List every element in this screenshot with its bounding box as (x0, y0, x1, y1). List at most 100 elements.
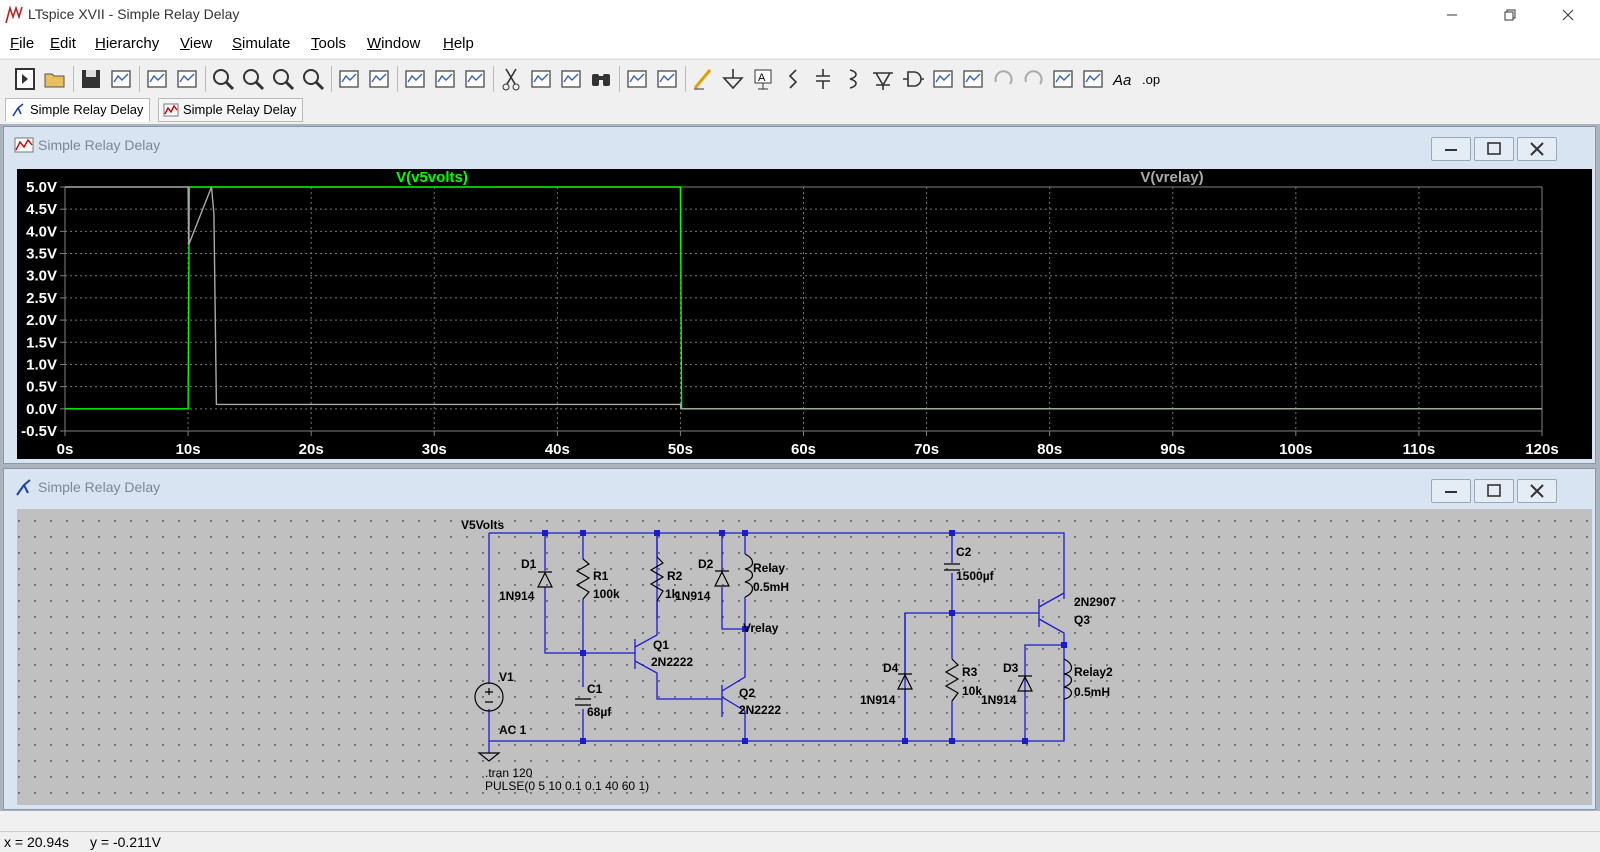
toolbar-separator (73, 66, 74, 92)
relay-label: Relay (753, 561, 785, 575)
plot-settings-button[interactable] (366, 66, 392, 92)
tab-schematic[interactable]: Simple Relay Delay (5, 98, 151, 122)
waveform-close-button[interactable] (1517, 137, 1557, 161)
label-net-icon: A (754, 69, 772, 90)
x-tick-label: 20s (299, 441, 324, 458)
menu-edit[interactable]: Edit (50, 35, 76, 52)
cascade-button[interactable] (462, 66, 488, 92)
rotate-icon (1053, 70, 1073, 88)
paste-icon (561, 70, 581, 88)
undo-icon (994, 70, 1013, 85)
c1-label: C1 (587, 682, 603, 696)
inductor-button[interactable] (840, 66, 866, 92)
capacitor-button[interactable] (810, 66, 836, 92)
menu-help[interactable]: Help (443, 35, 474, 52)
d2-model: 1N914 (675, 589, 711, 603)
schematic-drawing[interactable]: V5Volts D1 1N914 R1 100k R2 1k D2 1N914 … (17, 509, 1592, 805)
move-icon (933, 70, 953, 88)
waveform-plot[interactable]: 5.0V4.5V4.0V3.5V3.0V2.5V2.0V1.5V1.0V0.5V… (17, 169, 1592, 459)
x-tick-label: 40s (545, 441, 570, 458)
move-button[interactable] (930, 66, 956, 92)
wire-button[interactable] (690, 66, 716, 92)
relay-value: 0.5mH (753, 580, 789, 594)
c2-capacitor-icon (944, 563, 960, 571)
wire-icon (693, 69, 712, 90)
new-schematic-button[interactable] (12, 66, 38, 92)
mirror-button[interactable] (1080, 66, 1106, 92)
component-button[interactable] (900, 66, 926, 92)
toolbar-separator (397, 66, 398, 92)
autorange-button[interactable] (336, 66, 362, 92)
print-button[interactable] (654, 66, 680, 92)
zoom-fit-button[interactable] (300, 66, 326, 92)
x-tick-label: 100s (1279, 441, 1312, 458)
r1-value: 100k (593, 587, 620, 601)
zoom-fit-icon (303, 69, 325, 91)
r2-value: 1k (665, 587, 679, 601)
schematic-window: Simple Relay Delay (3, 468, 1596, 810)
open-button[interactable] (42, 66, 68, 92)
zoom-out-button[interactable] (270, 66, 296, 92)
cut-button[interactable] (498, 66, 524, 92)
r1-label: R1 (593, 569, 609, 583)
ground-icon (477, 752, 501, 762)
spice-directive-pulse: PULSE(0 5 10 0.1 0.1 40 60 1) (485, 779, 649, 793)
undo-button[interactable] (990, 66, 1016, 92)
mirror-icon (1083, 70, 1103, 88)
schematic-maximize-button[interactable] (1474, 479, 1514, 503)
title-bar: LTspice XVII - Simple Relay Delay (0, 0, 1600, 30)
halt-button[interactable] (174, 66, 200, 92)
paste-button[interactable] (558, 66, 584, 92)
tile-horizontal-button[interactable] (402, 66, 428, 92)
resistor-button[interactable] (780, 66, 806, 92)
menu-view[interactable]: View (180, 35, 213, 52)
menu-simulate[interactable]: Simulate (232, 35, 291, 52)
schematic-minimize-button[interactable] (1431, 479, 1471, 503)
zoom-in-button[interactable] (210, 66, 236, 92)
schematic-canvas[interactable]: V5Volts D1 1N914 R1 100k R2 1k D2 1N914 … (17, 509, 1592, 805)
menu-window[interactable]: Window (367, 35, 421, 52)
schematic-close-button[interactable] (1517, 479, 1557, 503)
tab-waveform[interactable]: Simple Relay Delay (158, 98, 304, 122)
c1-value: 68µf (587, 705, 612, 719)
zoom-in-icon (213, 69, 235, 91)
menu-hierarchy[interactable]: Hierarchy (95, 35, 160, 52)
menu-tools[interactable]: Tools (311, 35, 347, 52)
control-panel-button[interactable] (108, 66, 134, 92)
label-net-button[interactable]: A (750, 66, 776, 92)
zoom-area-button[interactable] (240, 66, 266, 92)
spice-directive-tran: .tran 120 (485, 766, 533, 780)
menu-file[interactable]: File (10, 35, 35, 52)
text-button[interactable]: Aa (1110, 66, 1136, 92)
schematic-icon (16, 479, 31, 496)
redo-button[interactable] (1020, 66, 1046, 92)
run-button[interactable] (144, 66, 170, 92)
y-tick-label: 2.5V (26, 290, 57, 307)
d4-diode-icon (897, 673, 913, 690)
restore-button[interactable] (1487, 0, 1533, 30)
print-preview-button[interactable] (624, 66, 650, 92)
close-button[interactable] (1545, 0, 1591, 30)
waveform-maximize-button[interactable] (1474, 137, 1514, 161)
minimize-button[interactable] (1429, 0, 1475, 30)
tile-vertical-icon (435, 70, 455, 88)
find-button[interactable] (588, 66, 614, 92)
d4-model: 1N914 (860, 693, 896, 707)
close-icon (1530, 484, 1544, 498)
ground-button[interactable] (720, 66, 746, 92)
diode-button[interactable] (870, 66, 896, 92)
y-tick-label: 4.5V (26, 201, 57, 218)
junctions (542, 530, 1067, 744)
tile-vertical-button[interactable] (432, 66, 458, 92)
q2-model: 2N2222 (739, 703, 781, 717)
drag-button[interactable] (960, 66, 986, 92)
q1-label: Q1 (653, 638, 669, 652)
save-button[interactable] (78, 66, 104, 92)
maximize-icon (1487, 142, 1501, 155)
copy-button[interactable] (528, 66, 554, 92)
spice-directive-button[interactable]: .op (1140, 66, 1166, 92)
toolbar-separator (619, 66, 620, 92)
rotate-button[interactable] (1050, 66, 1076, 92)
waveform-minimize-button[interactable] (1431, 137, 1471, 161)
